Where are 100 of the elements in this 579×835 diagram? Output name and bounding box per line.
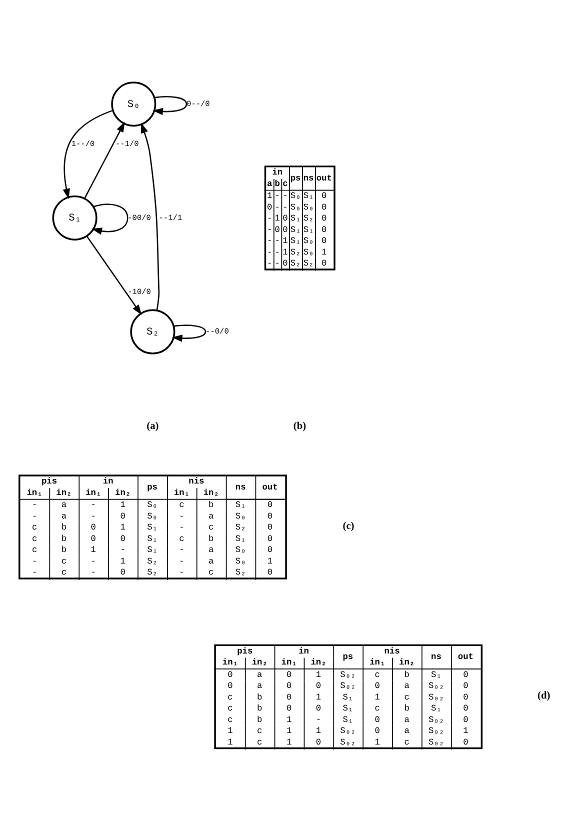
label: 0 [282,224,288,235]
label: 0 [286,692,292,702]
label: a [266,178,272,189]
label: in₂ [115,488,131,498]
label: S₀ [235,545,246,556]
label: 0 [374,681,380,692]
label: - [282,191,288,202]
label: a [208,511,214,522]
label: 0 [90,522,96,533]
label: 1 [228,726,233,736]
label: S₀ [303,202,314,212]
label: S₂ [290,258,301,269]
label: S₂ [235,568,246,578]
label: b [61,545,67,556]
label: 1 [316,726,322,736]
label: - [32,500,38,510]
label: S₀ [235,556,246,566]
label: 0 [286,704,292,714]
label: - [90,568,96,578]
label: b [274,178,280,189]
label: S₀₂ [340,737,356,748]
label: 0 [120,534,126,544]
label: 1 [316,670,322,680]
label: - [274,258,280,269]
label: 1 [322,247,327,258]
label: - [274,247,280,258]
label: 0 [463,737,468,748]
label: in₁ [26,488,42,498]
label: - [266,214,272,224]
label: in [298,646,309,656]
label: c [208,522,214,533]
label: S₁ [303,224,314,235]
label: - [266,236,272,246]
label: c [282,178,288,189]
label: 1 [282,247,288,258]
label: (a) [146,420,159,432]
label: in₂ [252,658,268,668]
label: in₁ [370,658,386,668]
label: ps [290,173,301,184]
label: c [228,714,233,725]
label: 0 [282,258,288,269]
label: 1 [374,692,380,702]
label: S₀₂ [428,737,444,748]
label: 0 [267,545,273,556]
label: 0 [374,726,380,736]
label: - [266,224,272,235]
label: S₁ [235,500,246,510]
label: c [228,692,233,702]
label: S₀ [147,511,158,522]
label: c [32,534,38,544]
label: - [179,511,184,522]
label: 0 [316,681,322,692]
label: S₂ [303,214,314,224]
label: - [179,568,184,578]
label: 0 [267,522,273,533]
label: in₁ [281,658,297,668]
label: 1 [120,556,126,566]
label: - [32,511,38,522]
label: 0 [228,670,233,680]
label: - [274,236,280,246]
label: in₁ [86,488,102,498]
label: - [32,568,38,578]
label: 0 [316,737,322,748]
label: S₁ [147,534,158,544]
label: in₂ [310,658,326,668]
label: c [374,670,380,680]
label: ns [303,173,314,184]
label: ns [431,652,442,662]
label: c [61,568,67,578]
label: S₁ [290,236,301,246]
label: (b) [293,420,306,432]
label: S₀₂ [428,681,444,692]
label: 0 [463,681,468,692]
label: 0 [322,224,327,235]
label: 0 [374,714,380,725]
label: S₀₂ [428,726,444,736]
label: 0 [463,704,468,714]
label: a [404,714,410,725]
label: 1 [286,726,292,736]
label: a [61,511,67,522]
label: c [179,500,184,510]
label: 0 [267,500,273,510]
label: S₁ [147,545,158,556]
label: a [61,500,67,510]
label: 0 [463,692,468,702]
label: 1 [90,545,96,556]
label: in₂ [399,658,415,668]
label: in₁ [222,658,238,668]
label: out [262,482,278,492]
label: a [404,681,410,692]
label: a [208,545,214,556]
label: S₁ [342,692,354,702]
label: 0 [267,568,273,578]
label: - [90,556,96,566]
label: 0 [322,258,327,269]
label: 1 [316,692,322,702]
label: b [404,670,410,680]
label: 0 [286,670,292,680]
label: - [266,247,272,258]
label: 0 [120,511,126,522]
